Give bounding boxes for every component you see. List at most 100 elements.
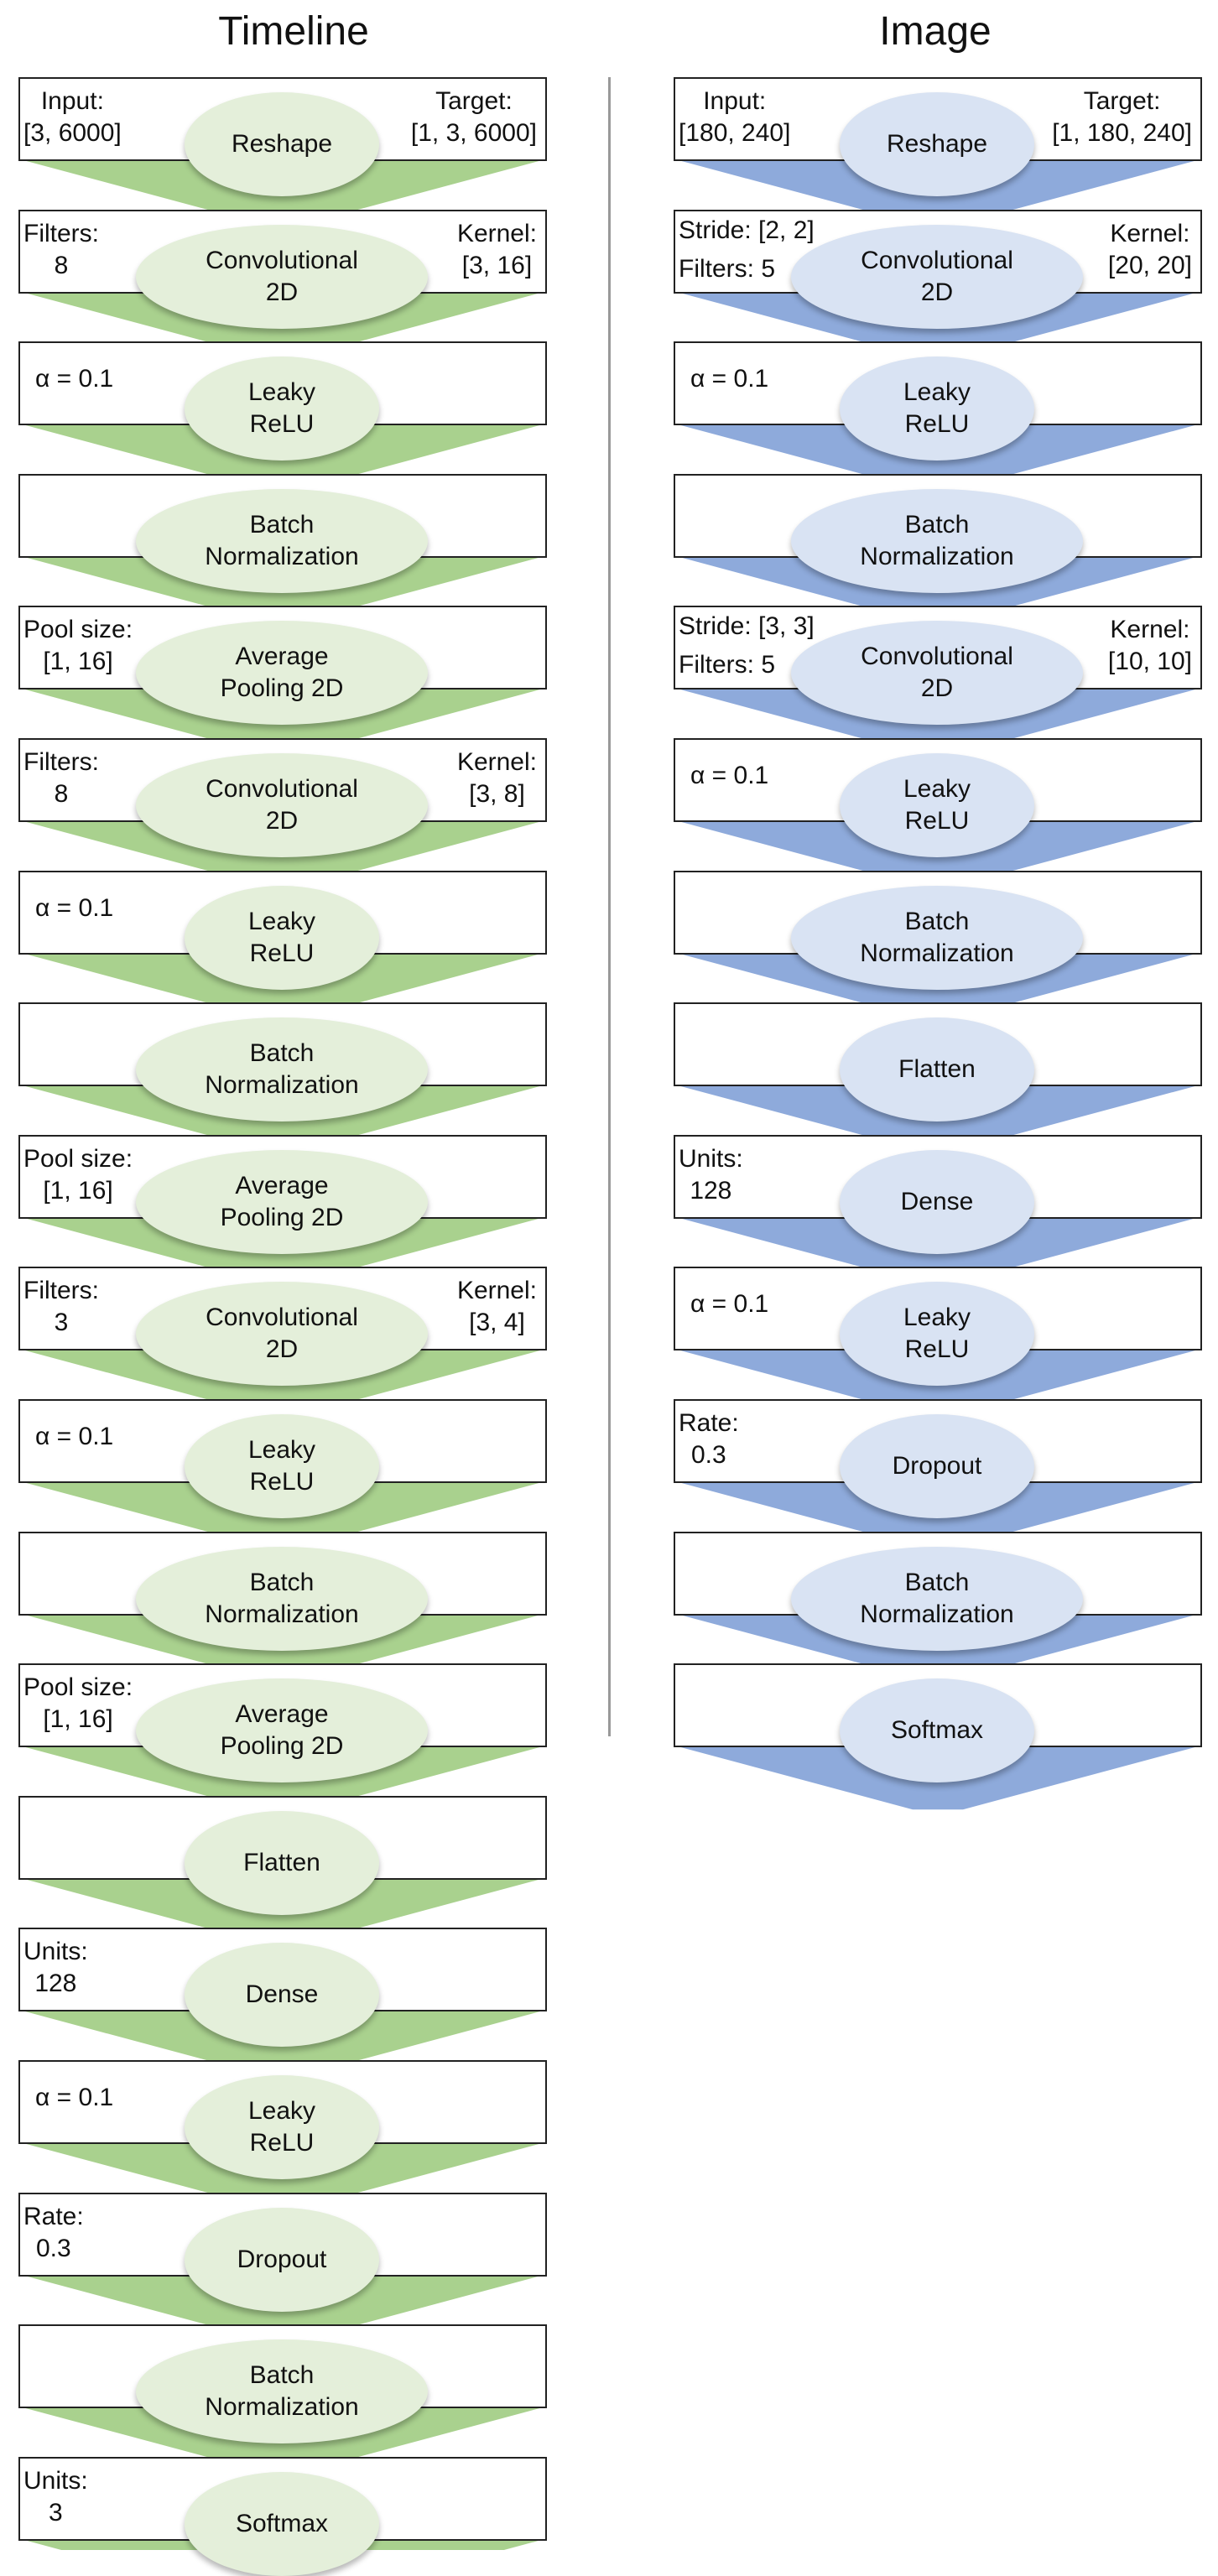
layer-label: Reshape [231,130,333,158]
layer-label: Convolutional 2D [861,643,1013,703]
timeline-layer-average-pooling-2d: Pool size: [1, 16] Average Pooling 2D [18,606,547,726]
image-layer-batch-normalization: Batch Normalization [674,1531,1202,1651]
param-lower-left: Filters: 5 [679,651,776,679]
layer-label: Leaky ReLU [247,2097,316,2157]
param-top-right: Kernel: [10, 10] [1107,616,1192,676]
layer-label: Average Pooling 2D [220,1700,344,1761]
image-layer-leaky-relu: α = 0.1 Leaky ReLU [674,738,1202,857]
layer-node-dropout: Dropout [840,1414,1034,1518]
param-top-right: Target: [1, 180, 240] [1052,87,1192,147]
layer-label: Batch Normalization [860,907,1014,967]
image-layer-reshape: Input: [180, 240]Target: [1, 180, 240]Re… [674,77,1202,196]
layer-label: Dense [245,1980,319,2009]
layer-label: Batch Normalization [205,510,359,570]
layer-node-dense: Dense [185,1943,379,2048]
image-layer-convolutional-2d: Kernel: [20, 20] Stride: [2, 2] Filters: 5… [674,209,1202,329]
timeline-layer-leaky-relu: α = 0.1 Leaky ReLU [18,870,547,990]
layer-node-reshape: Reshape [840,92,1034,196]
image-layer-softmax: Softmax [674,1663,1202,1783]
layer-node-batch-normalization: Batch Normalization [791,488,1083,593]
layer-node-reshape: Reshape [185,92,379,196]
layer-label: Flatten [898,1055,976,1084]
layer-node-softmax: Softmax [840,1678,1034,1783]
layer-node-convolutional-2d: Convolutional 2D [136,224,428,329]
timeline-network-column: Input: [3, 6000]Target: [1, 3, 6000]Resh… [18,0,547,2576]
param-upper-left: Stride: [3, 3] [679,612,815,641]
layer-node-batch-normalization: Batch Normalization [791,885,1083,990]
image-layer-flatten: Flatten [674,1002,1202,1122]
layer-label: Batch Normalization [860,1568,1014,1628]
timeline-layer-softmax: Units: 3 Softmax [18,2456,547,2576]
layer-node-leaky-relu: Leaky ReLU [185,885,379,990]
param-top-left: Filters: 8 [23,219,99,279]
layer-label: Dropout [237,2245,327,2273]
param-left: α = 0.1 [690,762,769,789]
layer-label: Average Pooling 2D [220,1171,344,1231]
layer-node-flatten: Flatten [185,1810,379,1915]
layer-label: Average Pooling 2D [220,643,344,703]
param-left: α = 0.1 [35,1423,114,1450]
param-left: α = 0.1 [690,1290,769,1319]
param-left: α = 0.1 [35,2084,114,2111]
timeline-layer-batch-normalization: Batch Normalization [18,2324,547,2444]
layer-node-dropout: Dropout [185,2207,379,2312]
param-top-right: Kernel: [3, 8] [456,748,537,808]
layer-node-convolutional-2d: Convolutional 2D [136,753,428,857]
layer-node-leaky-relu: Leaky ReLU [840,753,1034,857]
layer-node-leaky-relu: Leaky ReLU [185,356,379,461]
layer-label: Leaky ReLU [247,1436,316,1496]
param-lower-left: Filters: 5 [679,254,776,283]
layer-label: Flatten [243,1848,320,1876]
layer-node-dense: Dense [840,1149,1034,1254]
layer-node-batch-normalization: Batch Normalization [136,1546,428,1651]
timeline-layer-average-pooling-2d: Pool size: [1, 16] Average Pooling 2D [18,1134,547,1254]
timeline-layer-leaky-relu: α = 0.1 Leaky ReLU [18,2060,547,2179]
param-left: α = 0.1 [690,365,769,393]
timeline-layer-leaky-relu: α = 0.1 Leaky ReLU [18,341,547,461]
layer-node-flatten: Flatten [840,1017,1034,1122]
timeline-layer-average-pooling-2d: Pool size: [1, 16] Average Pooling 2D [18,1663,547,1783]
layer-label: Leaky ReLU [247,907,316,967]
column-divider [608,77,611,1736]
param-top-left: Units: 128 [23,1938,88,1998]
layer-node-batch-normalization: Batch Normalization [791,1546,1083,1651]
layer-label: Leaky ReLU [903,378,971,439]
layer-label: Convolutional 2D [206,1304,358,1364]
layer-label: Softmax [890,1716,984,1745]
image-layer-batch-normalization: Batch Normalization [674,870,1202,990]
timeline-layer-convolutional-2d: Filters: 8 Kernel: [3, 8] Convolutional 2D [18,738,547,857]
param-top-left: Pool size: [1, 16] [23,1673,133,1734]
param-top-left: Pool size: [1, 16] [23,1144,133,1205]
param-left: α = 0.1 [35,893,114,922]
param-top-left: Filters: 8 [23,748,99,808]
param-top-left: Pool size: [1, 16] [23,616,133,676]
layer-node-softmax: Softmax [185,2471,379,2576]
timeline-layer-leaky-relu: α = 0.1 Leaky ReLU [18,1399,547,1518]
image-layer-leaky-relu: α = 0.1 Leaky ReLU [674,341,1202,461]
param-top-right: Target: [1, 3, 6000] [410,87,537,147]
layer-node-leaky-relu: Leaky ReLU [840,1282,1034,1387]
param-upper-left: Stride: [2, 2] [679,216,815,244]
param-top-right: Kernel: [20, 20] [1107,219,1192,279]
param-left: α = 0.1 [35,365,114,393]
layer-label: Batch Normalization [205,1568,359,1628]
image-layer-leaky-relu: α = 0.1 Leaky ReLU [674,1267,1202,1387]
layer-label: Leaky ReLU [903,1304,971,1364]
layer-label: Convolutional 2D [861,246,1013,306]
image-layer-convolutional-2d: Kernel: [10, 10] Stride: [3, 3] Filters: 5… [674,606,1202,726]
timeline-layer-batch-normalization: Batch Normalization [18,1531,547,1651]
layer-node-convolutional-2d: Convolutional 2D [791,224,1083,329]
layer-label: Dropout [892,1452,982,1480]
timeline-layer-reshape: Input: [3, 6000]Target: [1, 3, 6000]Resh… [18,77,547,196]
param-top-left: Rate: 0.3 [679,1409,739,1469]
layer-node-average-pooling-2d: Average Pooling 2D [136,1678,428,1783]
param-top-left: Units: 3 [23,2466,88,2527]
layer-node-leaky-relu: Leaky ReLU [840,356,1034,461]
layer-node-average-pooling-2d: Average Pooling 2D [136,1149,428,1254]
layer-node-batch-normalization: Batch Normalization [136,2339,428,2444]
param-top-right: Kernel: [3, 4] [456,1277,537,1337]
